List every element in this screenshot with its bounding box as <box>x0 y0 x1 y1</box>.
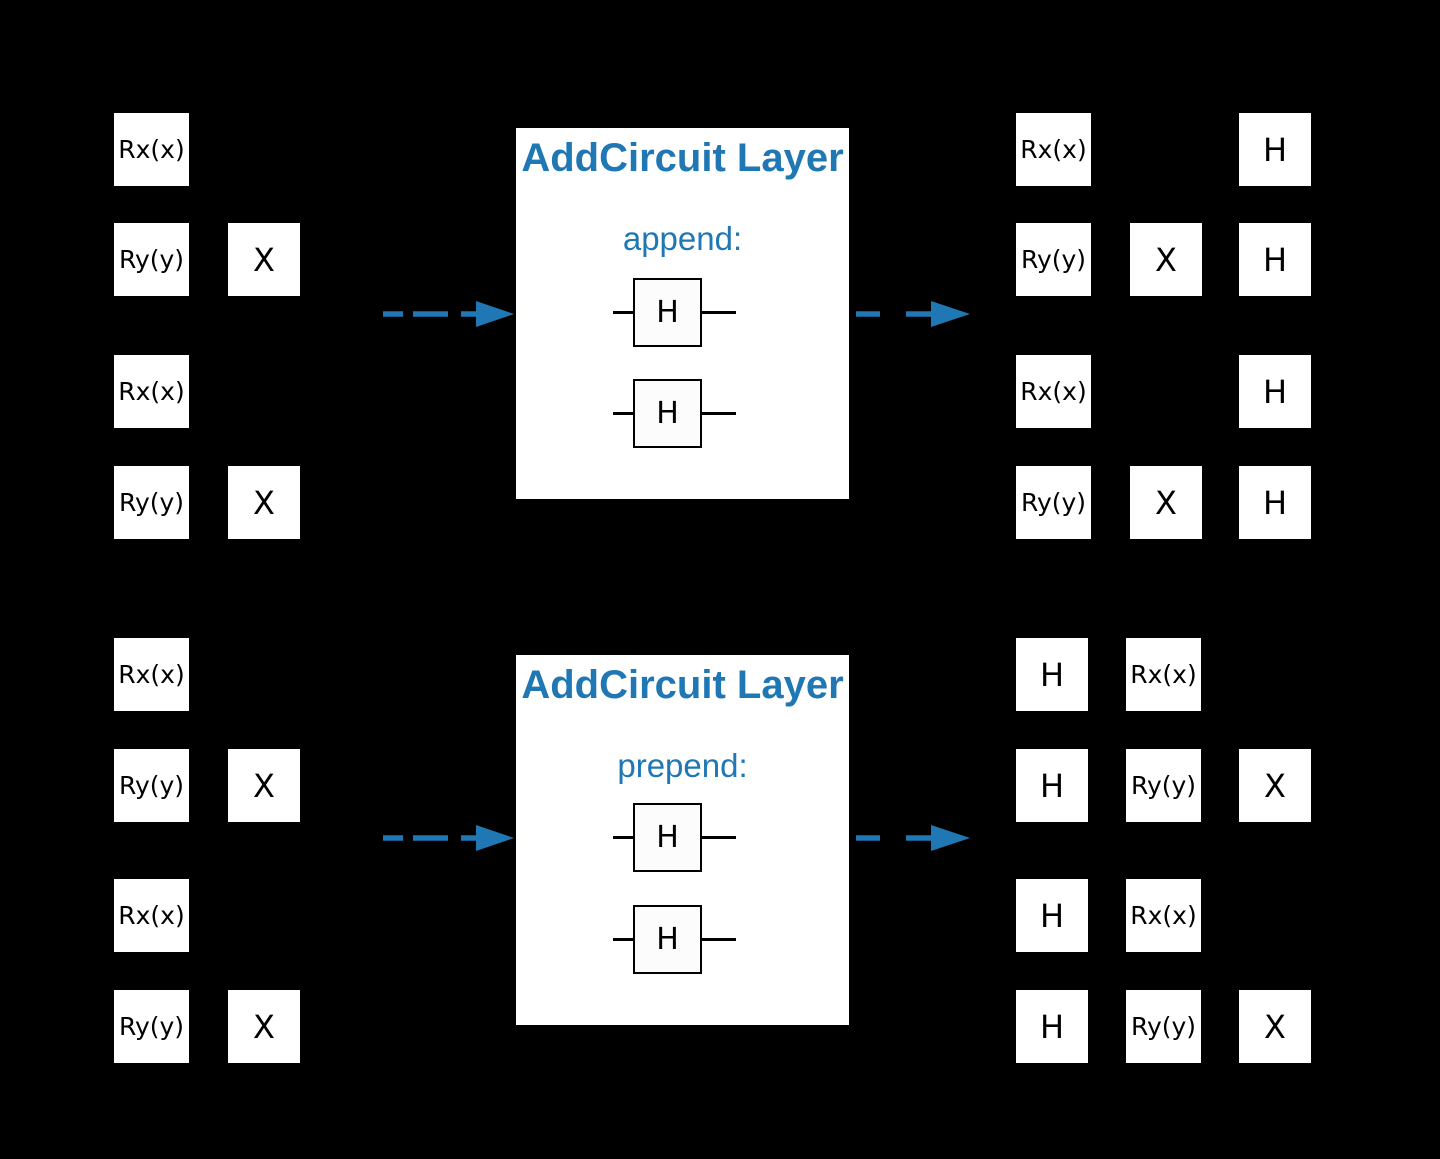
gate-x: X <box>228 223 300 296</box>
gate-rx: Rx(x) <box>114 355 189 428</box>
gate-rx: Rx(x) <box>1016 355 1091 428</box>
gate-x: X <box>1239 749 1311 822</box>
gate-rx: Rx(x) <box>114 879 189 952</box>
gate-ry: Ry(y) <box>1126 749 1201 822</box>
addcircuit-layer-box-append: AddCircuit Layer append: H H <box>516 128 849 499</box>
dashed-arrow-right-icon <box>383 301 514 327</box>
gate-h: H <box>633 905 702 974</box>
gate-x: X <box>1239 990 1311 1063</box>
gate-ry: Ry(y) <box>114 223 189 296</box>
gate-h: H <box>1239 113 1311 186</box>
gate-h: H <box>1016 749 1088 822</box>
layer-gate-row: H <box>516 905 849 974</box>
gate-ry: Ry(y) <box>114 990 189 1063</box>
gate-x: X <box>1130 466 1202 539</box>
dashed-arrow-right-icon <box>856 301 970 327</box>
wire-segment <box>613 412 633 415</box>
gate-h: H <box>1239 355 1311 428</box>
layer-gate-row: H <box>516 278 849 347</box>
layer-box-title: AddCircuit Layer <box>521 136 844 180</box>
gate-x: X <box>228 990 300 1063</box>
wire-segment <box>613 311 633 314</box>
gate-x: X <box>228 466 300 539</box>
gate-ry: Ry(y) <box>114 466 189 539</box>
wire-segment <box>613 836 633 839</box>
operation-label: prepend: <box>617 747 748 784</box>
gate-x: X <box>228 749 300 822</box>
gate-rx: Rx(x) <box>1126 638 1201 711</box>
gate-h: H <box>633 278 702 347</box>
dashed-arrow-right-icon <box>383 825 514 851</box>
wire-segment <box>702 311 736 314</box>
gate-rx: Rx(x) <box>1126 879 1201 952</box>
wire-segment <box>613 938 633 941</box>
gate-h: H <box>1016 990 1088 1063</box>
gate-ry: Ry(y) <box>114 749 189 822</box>
wire-segment <box>702 412 736 415</box>
layer-gate-row: H <box>516 379 849 448</box>
layer-gate-row: H <box>516 803 849 872</box>
gate-rx: Rx(x) <box>1016 113 1091 186</box>
addcircuit-layer-box-prepend: AddCircuit Layer prepend: H H <box>516 655 849 1025</box>
gate-rx: Rx(x) <box>114 113 189 186</box>
operation-label: append: <box>622 220 743 257</box>
gate-rx: Rx(x) <box>114 638 189 711</box>
gate-ry: Ry(y) <box>1016 466 1091 539</box>
gate-h: H <box>633 803 702 872</box>
gate-h: H <box>1239 223 1311 296</box>
gate-ry: Ry(y) <box>1016 223 1091 296</box>
gate-x: X <box>1130 223 1202 296</box>
wire-segment <box>702 836 736 839</box>
gate-h: H <box>1239 466 1311 539</box>
gate-h: H <box>1016 638 1088 711</box>
gate-ry: Ry(y) <box>1126 990 1201 1063</box>
wire-segment <box>702 938 736 941</box>
gate-h: H <box>633 379 702 448</box>
gate-h: H <box>1016 879 1088 952</box>
dashed-arrow-right-icon <box>856 825 970 851</box>
layer-box-title: AddCircuit Layer <box>521 663 844 707</box>
